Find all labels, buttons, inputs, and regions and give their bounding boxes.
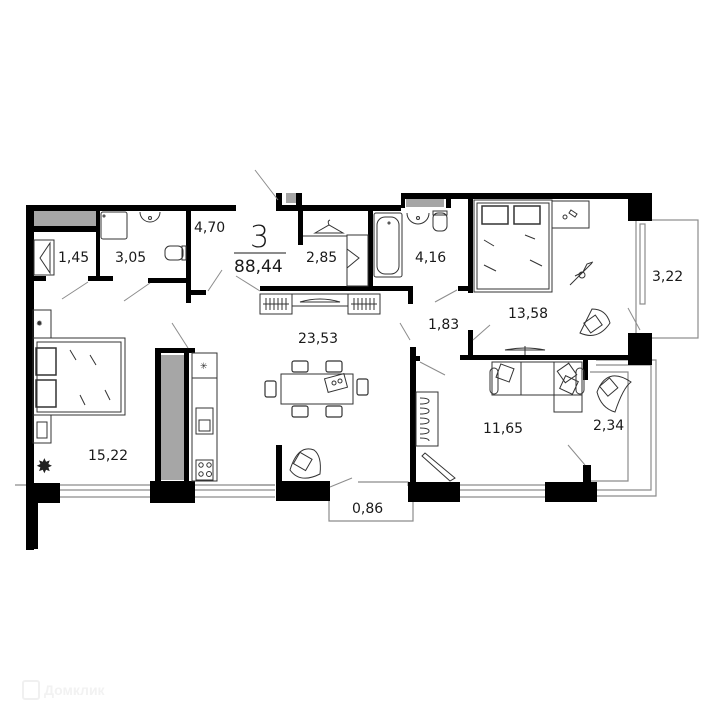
radiator-icon	[415, 391, 439, 447]
room-area-bathroom-right: 4,16	[415, 250, 446, 266]
watermark-text: Домклик	[44, 682, 105, 698]
furniture: ✹ ✸ ✳	[32, 199, 632, 482]
room-area-living-room: 11,65	[483, 421, 523, 437]
walls	[26, 193, 652, 550]
tv-icon	[291, 293, 349, 307]
room-area-kitchen-living: 23,53	[298, 331, 338, 347]
room-area-corridor: 1,83	[428, 317, 459, 333]
double-bed-icon	[473, 199, 553, 293]
nightstand-icon	[551, 200, 590, 229]
kitchen-counter: ✳	[191, 352, 218, 482]
room-area-bedroom-left: 15,22	[88, 448, 128, 464]
room-area-wardrobe-left: 1,45	[58, 250, 89, 266]
armchair-icon	[596, 375, 632, 413]
radiator-icon	[259, 293, 293, 315]
nightstand-icon: ✹	[32, 309, 52, 339]
total-area: 88,44	[234, 257, 283, 277]
double-bed-icon	[32, 337, 126, 416]
shower-icon	[100, 211, 128, 240]
room-labels: 1,45 3,05 4,70 2,85 4,16 1,83 13,58 3,22…	[58, 220, 683, 517]
balcony-outlines	[15, 219, 699, 522]
svg-text:✸: ✸	[36, 456, 53, 478]
rooms-count: 3	[250, 220, 269, 255]
kitchen-sink-icon	[195, 407, 214, 435]
rocking-horse-icon	[569, 261, 594, 286]
armchair-icon	[579, 308, 611, 336]
tv-icon	[504, 346, 546, 355]
apartment-summary: 3 88,44	[234, 220, 286, 277]
toilet-icon	[164, 245, 187, 261]
corner-sofa-icon	[489, 361, 585, 413]
sink-icon	[139, 211, 161, 223]
svg-text:✹: ✹	[36, 319, 43, 328]
door-swings	[61, 169, 641, 488]
svg-text:✳: ✳	[200, 361, 208, 371]
tv-icon	[421, 452, 456, 482]
room-area-wardrobe-center: 2,85	[306, 250, 337, 266]
radiator-icon	[347, 293, 381, 315]
ventilation-shafts	[26, 193, 444, 480]
chair-icon	[264, 360, 369, 418]
hanger-icon	[33, 239, 55, 276]
watermark: Домклик	[22, 680, 105, 700]
sink-icon	[406, 212, 430, 225]
room-area-hallway: 4,70	[194, 220, 225, 236]
room-area-bathroom-left: 3,05	[115, 250, 146, 266]
room-area-balcony-right: 3,22	[652, 269, 683, 285]
room-area-balcony-small: 0,86	[352, 501, 383, 517]
domclick-logo-icon	[22, 680, 40, 700]
room-area-bedroom-right: 13,58	[508, 306, 548, 322]
stove-icon	[195, 459, 214, 481]
plant-icon: ✸	[36, 456, 53, 478]
hanger-icon	[303, 219, 369, 287]
room-area-loggia-corner: 2,34	[593, 418, 624, 434]
nightstand-icon	[32, 414, 52, 444]
armchair-icon	[289, 448, 321, 479]
toilet-icon	[432, 210, 448, 232]
dining-table-icon	[280, 373, 354, 405]
bathtub-icon	[373, 212, 403, 278]
